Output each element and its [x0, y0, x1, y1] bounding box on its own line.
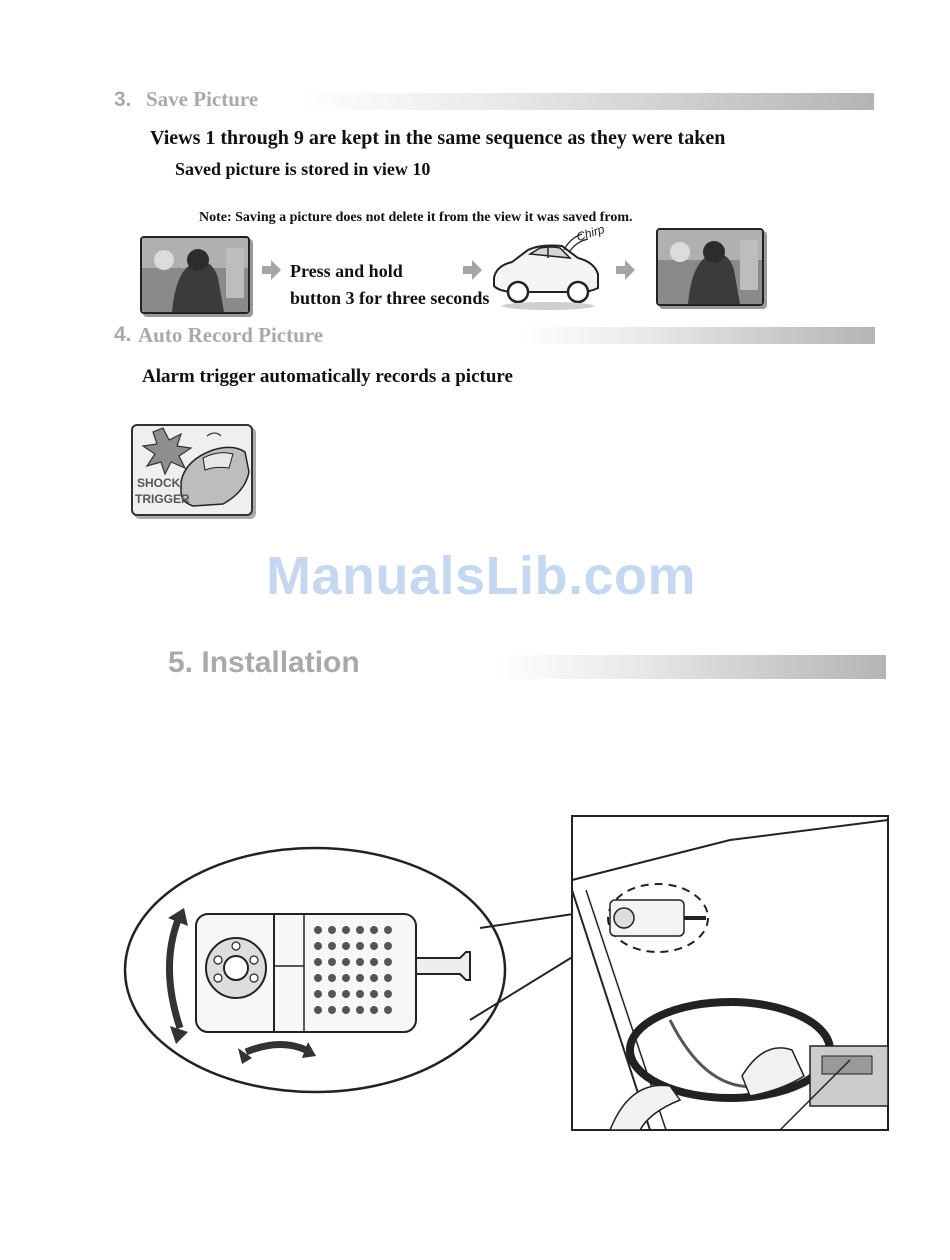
- section3-line1: Views 1 through 9 are kept in the same s…: [150, 127, 726, 149]
- shock-trigger-badge: SHOCK TRIGGER: [131, 424, 253, 516]
- section4-line1: Alarm trigger automatically records a pi…: [142, 366, 513, 387]
- section4-title: Auto Record Picture: [138, 323, 324, 347]
- section3-title: Save Picture: [146, 87, 259, 111]
- section3-line2: Saved picture is stored in view 10: [175, 159, 431, 179]
- section4-header-bar: [520, 327, 875, 344]
- rotate-icon: [165, 908, 316, 1064]
- arrow-right-icon: [463, 260, 482, 280]
- section3-header-bar: [300, 93, 874, 110]
- watermark: ManualsLib.com: [266, 546, 697, 606]
- press-hold-line1: Press and hold: [290, 261, 403, 281]
- section3-note: Note: Saving a picture does not delete i…: [199, 210, 633, 225]
- view-photo-right: [656, 228, 764, 306]
- installation-illustration: [123, 815, 889, 1131]
- trigger-label: TRIGGER: [135, 492, 190, 506]
- camera-device-icon: [195, 913, 471, 1033]
- section5-title: 5. Installation: [168, 646, 360, 679]
- arrow-right-icon: [262, 260, 281, 280]
- press-hold-line2: button 3 for three seconds: [290, 288, 490, 308]
- view-photo-left: [140, 236, 250, 314]
- shock-burst-icon: [141, 427, 250, 507]
- arrow-right-icon: [616, 260, 635, 280]
- section4-number: 4.: [114, 323, 132, 346]
- section5-header-bar: [496, 655, 886, 679]
- section3-number: 3.: [114, 88, 132, 111]
- shock-label: SHOCK: [137, 476, 181, 490]
- chirp-lines-icon: [563, 233, 589, 252]
- car-icon: [493, 244, 599, 310]
